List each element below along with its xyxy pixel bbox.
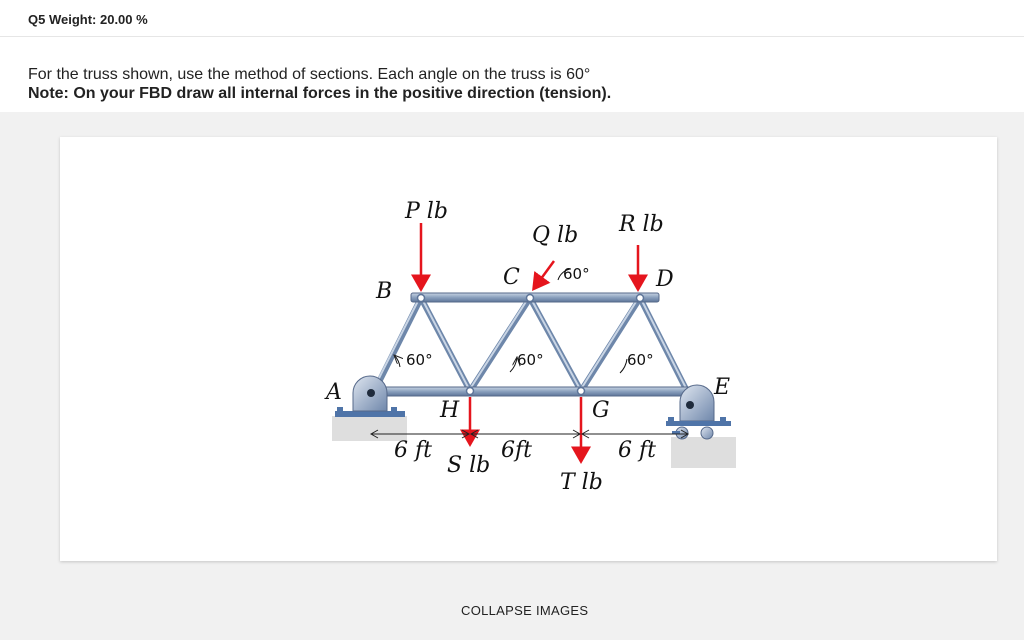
dimension-label-2: 6ft [501, 438, 532, 463]
load-label-s: S lb [447, 453, 490, 478]
angle-label-4: 60° [563, 265, 590, 283]
load-label-p: P lb [404, 199, 448, 224]
angle-label-3: 60° [627, 351, 654, 369]
load-label-r: R lb [618, 212, 664, 237]
image-card: A B C D E H G P lb Q lb R lb S lb T lb 6… [60, 137, 997, 561]
node-label-h: H [439, 398, 460, 423]
dimension-label-3: 6 ft [618, 438, 656, 463]
question-weight: Q5 Weight: 20.00 % [28, 12, 148, 27]
load-label-t: T lb [560, 470, 603, 495]
angle-label-1: 60° [406, 351, 433, 369]
node-label-d: D [655, 267, 674, 292]
load-arrows [411, 223, 648, 464]
node-label-b: B [375, 279, 392, 304]
pin-support-left [335, 375, 405, 417]
dimension-label-1: 6 ft [394, 438, 432, 463]
top-chord [410, 292, 660, 303]
node-label-c: C [503, 265, 520, 290]
truss-joints [416, 293, 645, 396]
ground-right [671, 437, 736, 468]
node-label-a: A [324, 380, 342, 405]
angle-label-2: 60° [517, 351, 544, 369]
question-prompt: For the truss shown, use the method of s… [28, 66, 591, 83]
roller-support-right [666, 384, 731, 440]
ground-left [332, 416, 407, 441]
collapse-images-button[interactable]: COLLAPSE IMAGES [461, 603, 589, 618]
truss-figure: A B C D E H G P lb Q lb R lb S lb T lb 6… [324, 199, 736, 495]
question-note: Note: On your FBD draw all internal forc… [28, 85, 612, 102]
bottom-chord [367, 386, 703, 397]
header-divider [0, 36, 1024, 37]
truss-diagonals [369, 295, 693, 400]
load-label-q: Q lb [532, 223, 578, 248]
angle-arcs [394, 268, 628, 374]
node-label-g: G [592, 398, 610, 423]
node-label-e: E [713, 375, 730, 400]
